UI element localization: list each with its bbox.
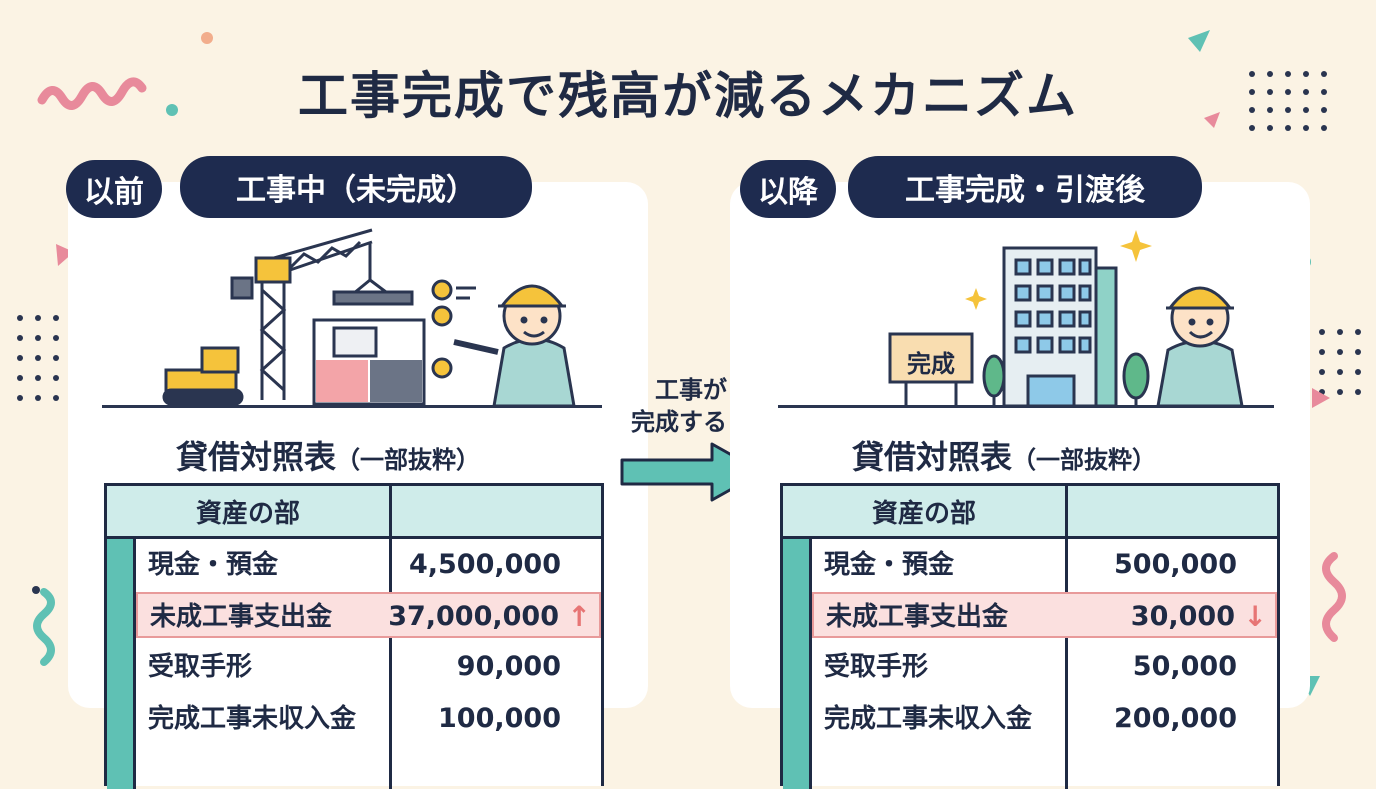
row-value: 100,000 <box>438 703 561 734</box>
page-title: 工事完成で残高が減るメカニズム <box>298 67 1078 125</box>
table-row-highlighted: 未成工事支出金 37,000,000 ↑ <box>136 592 601 638</box>
after-balance-table: 資産の部 現金・預金 500,000 未成工事支出金 30,000 ↓ 受取手形… <box>780 483 1280 789</box>
before-sheet-title-main: 貸借対照表 <box>176 438 337 476</box>
row-value: 4,500,000 <box>408 549 561 580</box>
row-label: 未成工事支出金 <box>826 602 1009 632</box>
after-table-divider <box>1065 539 1068 789</box>
after-sheet-title-main: 貸借対照表 <box>852 438 1013 476</box>
row-label: 完成工事未収入金 <box>148 704 357 734</box>
after-sheet-title-sub: （一部抜粋） <box>1012 446 1157 474</box>
before-stage-label: 工事中（未完成） <box>180 156 532 218</box>
row-label: 完成工事未収入金 <box>824 704 1033 734</box>
after-table-header-label: 資産の部 <box>783 486 1068 536</box>
row-value: 50,000 <box>1132 651 1237 682</box>
row-label: 受取手形 <box>148 652 253 682</box>
row-label: 現金・預金 <box>148 550 279 580</box>
transition-line-1: 工事が <box>655 376 727 404</box>
completion-sign-text: 完成 <box>907 350 955 378</box>
construction-site-illustration <box>162 228 576 408</box>
before-sheet-title: 貸借対照表（一部抜粋） <box>176 432 480 478</box>
after-tag: 以降 <box>740 160 836 218</box>
row-label: 現金・預金 <box>824 550 955 580</box>
after-table-sidebar <box>783 539 812 789</box>
before-ground-line <box>102 405 602 408</box>
table-row: 受取手形 90,000 <box>136 644 601 690</box>
table-row: 完成工事未収入金 200,000 <box>812 696 1277 742</box>
before-tag: 以前 <box>66 160 162 218</box>
after-stage-label: 工事完成・引渡後 <box>848 156 1202 218</box>
before-table-sidebar <box>107 539 136 789</box>
row-value: 90,000 <box>456 651 561 682</box>
table-row-highlighted: 未成工事支出金 30,000 ↓ <box>812 592 1277 638</box>
row-value: 37,000,000 <box>388 601 559 632</box>
row-label: 未成工事支出金 <box>150 602 333 632</box>
after-table-header: 資産の部 <box>783 486 1277 539</box>
before-table-divider <box>389 539 392 789</box>
before-table-header-label: 資産の部 <box>107 486 392 536</box>
before-sheet-title-sub: （一部抜粋） <box>336 446 481 474</box>
after-sheet-title: 貸借対照表（一部抜粋） <box>852 432 1156 478</box>
table-row: 完成工事未収入金 100,000 <box>136 696 601 742</box>
table-row: 現金・預金 500,000 <box>812 542 1277 588</box>
row-label: 受取手形 <box>824 652 929 682</box>
row-value: 500,000 <box>1114 549 1237 580</box>
arrow-up-icon: ↑ <box>567 600 591 633</box>
row-value: 30,000 <box>1130 601 1235 632</box>
after-ground-line <box>778 405 1274 408</box>
completed-building-illustration <box>888 230 1244 408</box>
before-table-header: 資産の部 <box>107 486 601 539</box>
row-value: 200,000 <box>1114 703 1237 734</box>
table-row: 受取手形 50,000 <box>812 644 1277 690</box>
arrow-down-icon: ↓ <box>1243 600 1267 633</box>
table-row: 現金・預金 4,500,000 <box>136 542 601 588</box>
before-balance-table: 資産の部 現金・預金 4,500,000 未成工事支出金 37,000,000 … <box>104 483 604 789</box>
